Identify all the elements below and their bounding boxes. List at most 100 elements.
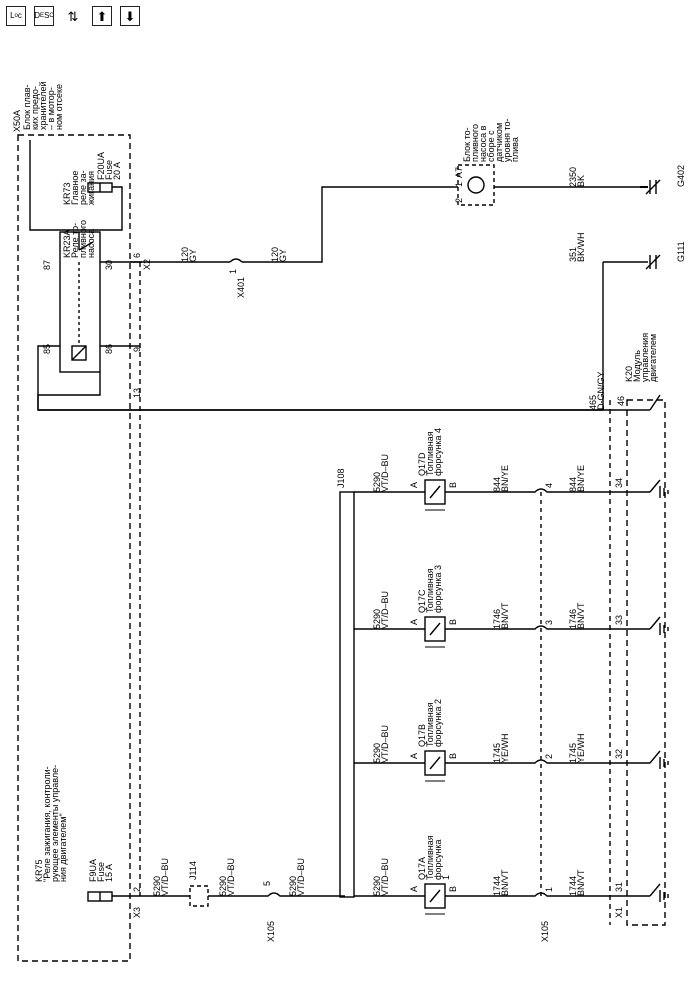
svg-text:B: B	[448, 482, 458, 488]
svg-text:13: 13	[132, 388, 142, 398]
svg-text:VT/D–BU: VT/D–BU	[296, 858, 306, 896]
svg-text:ном отсеке: ном отсеке	[54, 84, 64, 130]
svg-text:1745: 1745	[568, 743, 578, 763]
svg-text:X2: X2	[142, 259, 152, 270]
svg-text:5290: 5290	[152, 876, 162, 896]
svg-text:A: A	[409, 886, 419, 892]
svg-text:плива: плива	[510, 137, 520, 162]
svg-text:2: 2	[454, 198, 464, 203]
svg-text:Fuse: Fuse	[104, 160, 114, 180]
svg-text:форсунка 2: форсунка 2	[433, 699, 443, 747]
svg-text:Fuse: Fuse	[96, 862, 106, 882]
svg-text:Главное: Главное	[70, 171, 80, 205]
wire-351: 351	[568, 247, 578, 262]
svg-text:5290: 5290	[218, 876, 228, 896]
svg-text:1744: 1744	[568, 876, 578, 896]
svg-text:YE/WH: YE/WH	[576, 733, 586, 763]
svg-text:форсунка 4: форсунка 4	[433, 428, 443, 476]
svg-text:X105: X105	[266, 921, 276, 942]
svg-text:Блок плав-: Блок плав-	[22, 84, 32, 130]
kr23a-relay	[59, 231, 101, 373]
svg-text:1746: 1746	[568, 609, 578, 629]
svg-text:5290: 5290	[372, 472, 382, 492]
svg-text:A: A	[409, 753, 419, 759]
svg-text:YE/WH: YE/WH	[500, 733, 510, 763]
svg-text:Блок то-: Блок то-	[462, 127, 472, 162]
svg-text:Топливная: Топливная	[425, 568, 435, 613]
svg-text:реле за-: реле за-	[78, 170, 88, 205]
ground-icon	[649, 616, 669, 635]
svg-text:Модуль: Модуль	[632, 350, 642, 382]
q17b-label: Q17B	[417, 724, 427, 747]
wire-120-a: 120	[180, 247, 190, 262]
k20-box	[626, 399, 666, 926]
svg-text:BN/YE: BN/YE	[576, 465, 586, 492]
svg-text:BN/VT: BN/VT	[576, 602, 586, 629]
f20ua-label: F20UA	[96, 152, 106, 180]
j114	[189, 885, 209, 907]
svg-text:X1: X1	[614, 907, 624, 918]
svg-text:5290: 5290	[288, 876, 298, 896]
svg-text:датчиком: датчиком	[494, 123, 504, 162]
arrow-down-icon[interactable]: ⬇	[120, 6, 140, 26]
svg-text:пливного: пливного	[78, 220, 88, 258]
j108-bus	[339, 491, 355, 898]
svg-text:30: 30	[104, 260, 114, 270]
wiring-swap-icon[interactable]: ⇅	[62, 6, 84, 26]
wire-2350: 2350	[568, 167, 578, 187]
svg-text:85: 85	[42, 344, 52, 354]
svg-text:A: A	[409, 619, 419, 625]
kr73-label: KR73	[62, 182, 72, 205]
svg-text:1745: 1745	[492, 743, 502, 763]
x50a-box	[17, 134, 131, 962]
pump-motor-icon	[467, 176, 485, 194]
svg-text:32: 32	[614, 749, 624, 759]
svg-text:VT/D–BU: VT/D–BU	[380, 454, 390, 492]
svg-text:46: 46	[616, 396, 626, 406]
svg-text:ких предо-: ких предо-	[30, 86, 40, 130]
kr23a-label: KR23A	[62, 229, 72, 258]
ground-icon	[649, 883, 669, 902]
svg-text:насоса: насоса	[86, 229, 96, 258]
svg-text:X105: X105	[540, 921, 550, 942]
svg-text:X3: X3	[132, 907, 142, 918]
svg-text:3: 3	[544, 620, 554, 625]
svg-text:BK/WH: BK/WH	[576, 232, 586, 262]
q17c-label: Q17C	[417, 589, 427, 613]
svg-text:BN/VT: BN/VT	[500, 602, 510, 629]
svg-text:87: 87	[42, 260, 52, 270]
svg-text:насоса в: насоса в	[478, 125, 488, 162]
wire-120-b: 120	[270, 247, 280, 262]
svg-text:Реле то-: Реле то-	[70, 223, 80, 258]
svg-text:844: 844	[568, 477, 578, 492]
k20-label: K20	[624, 366, 634, 382]
svg-text:D-GN/GY: D-GN/GY	[596, 371, 606, 410]
svg-text:B: B	[448, 619, 458, 625]
svg-text:5: 5	[262, 881, 272, 886]
svg-text:форсунка 3: форсунка 3	[433, 565, 443, 613]
svg-text:GY: GY	[188, 249, 198, 262]
injector-c	[354, 616, 650, 642]
svg-text:20 A: 20 A	[112, 162, 122, 180]
svg-text:VT/D–BU: VT/D–BU	[380, 591, 390, 629]
svg-text:Топливная: Топливная	[425, 835, 435, 880]
svg-text:VT/D–BU: VT/D–BU	[160, 858, 170, 896]
svg-text:34: 34	[614, 478, 624, 488]
arrow-up-icon[interactable]: ⬆	[92, 6, 112, 26]
svg-text:9: 9	[132, 347, 142, 352]
svg-text:двигателем: двигателем	[648, 334, 658, 382]
ground-icon	[649, 479, 669, 498]
svg-text:"Реле зажигания, контроли-: "Реле зажигания, контроли-	[42, 766, 52, 882]
svg-text:GY: GY	[278, 249, 288, 262]
ground-icon	[649, 750, 669, 769]
svg-text:BN/VT: BN/VT	[576, 869, 586, 896]
svg-text:2: 2	[132, 887, 142, 892]
svg-text:BN/VT: BN/VT	[500, 869, 510, 896]
q17a-label: Q17A	[417, 857, 427, 880]
kr75-label: KR75	[34, 859, 44, 882]
svg-text:– в мотор-: – в мотор-	[46, 87, 56, 130]
svg-text:рующее элементы управле-: рующее элементы управле-	[50, 765, 60, 882]
